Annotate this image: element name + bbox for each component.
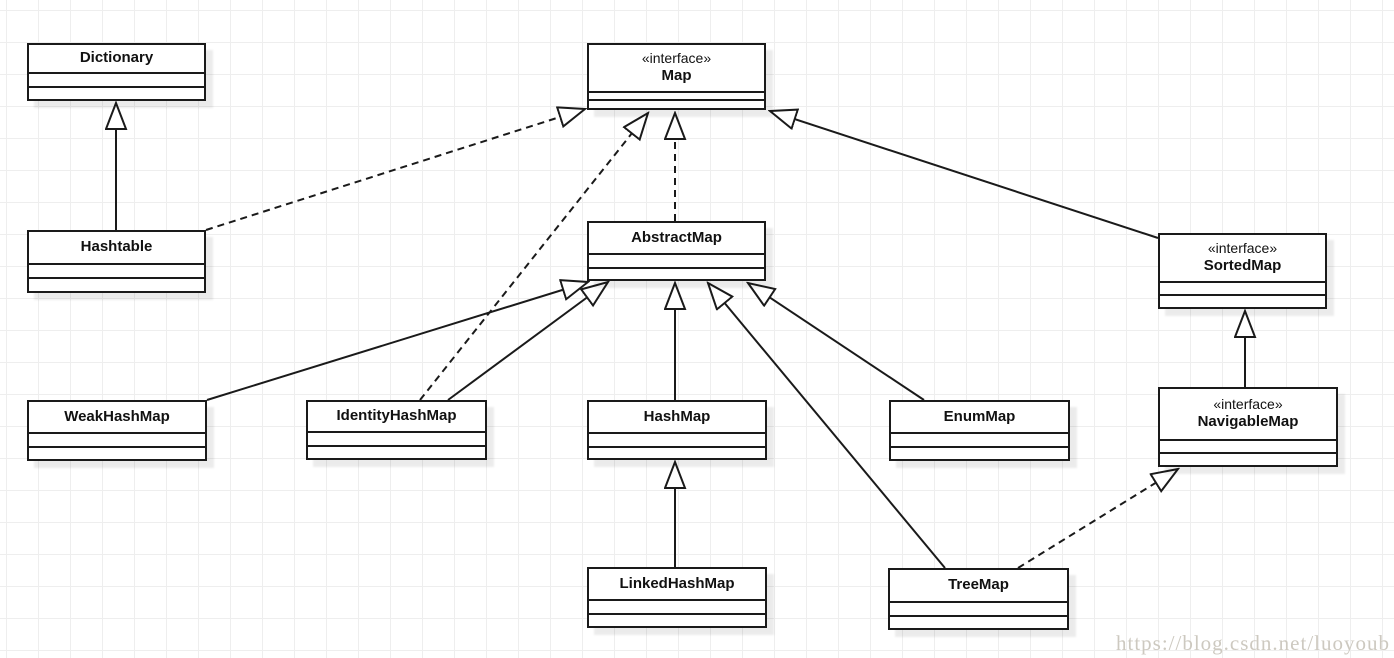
- attributes-compartment: [589, 432, 765, 446]
- class-name-label: Hashtable: [80, 238, 153, 256]
- class-name-label: Dictionary: [79, 49, 154, 67]
- interface-node-map: «interface» Map: [587, 43, 766, 110]
- edge-identityhashmap-extends-abstractmap: [447, 282, 608, 401]
- class-node-dictionary: Dictionary: [27, 43, 206, 101]
- edge-enummap-extends-abstractmap: [748, 283, 925, 401]
- class-title: EnumMap: [891, 402, 1068, 432]
- class-node-hashtable: Hashtable: [27, 230, 206, 293]
- class-node-abstractmap: AbstractMap: [587, 221, 766, 281]
- attributes-compartment: [890, 601, 1067, 615]
- class-title: AbstractMap: [589, 223, 764, 253]
- operations-compartment: [29, 277, 204, 291]
- interface-node-sortedmap: «interface» SortedMap: [1158, 233, 1327, 309]
- operations-compartment: [308, 445, 485, 458]
- interface-title: «interface» Map: [589, 45, 764, 91]
- class-title: Dictionary: [29, 45, 204, 72]
- operations-compartment: [1160, 452, 1336, 465]
- class-node-hashmap: HashMap: [587, 400, 767, 460]
- attributes-compartment: [1160, 439, 1336, 452]
- operations-compartment: [1160, 294, 1325, 307]
- attributes-compartment: [891, 432, 1068, 446]
- class-name-label: AbstractMap: [631, 228, 722, 246]
- edge-identityhashmap-implements-map: [419, 113, 648, 401]
- class-name-label: Map: [661, 67, 692, 85]
- operations-compartment: [891, 446, 1068, 459]
- class-title: HashMap: [589, 402, 765, 432]
- operations-compartment: [589, 99, 764, 108]
- class-node-linkedhashmap: LinkedHashMap: [587, 567, 767, 628]
- edge-weakhashmap-extends-abstractmap: [206, 282, 588, 401]
- watermark-text: https://blog.csdn.net/luoyoub: [1116, 631, 1390, 655]
- class-title: LinkedHashMap: [589, 569, 765, 599]
- edge-sortedmap-extends-map: [770, 111, 1159, 239]
- class-name-label: LinkedHashMap: [619, 574, 735, 592]
- operations-compartment: [589, 613, 765, 626]
- interface-title: «interface» SortedMap: [1160, 235, 1325, 281]
- class-name-label: TreeMap: [948, 576, 1009, 594]
- attributes-compartment: [589, 253, 764, 267]
- operations-compartment: [29, 86, 204, 99]
- operations-compartment: [29, 446, 205, 459]
- class-name-label: SortedMap: [1203, 257, 1282, 275]
- stereotype-label: «interface»: [641, 49, 712, 66]
- class-name-label: IdentityHashMap: [336, 407, 457, 425]
- attributes-compartment: [29, 263, 204, 277]
- class-title: TreeMap: [890, 570, 1067, 601]
- interface-node-navigablemap: «interface» NavigableMap: [1158, 387, 1338, 467]
- attributes-compartment: [29, 432, 205, 446]
- operations-compartment: [589, 267, 764, 279]
- attributes-compartment: [1160, 281, 1325, 294]
- class-node-identityhashmap: IdentityHashMap: [306, 400, 487, 460]
- class-name-label: EnumMap: [943, 407, 1016, 425]
- stereotype-label: «interface»: [1213, 395, 1283, 412]
- class-name-label: HashMap: [643, 407, 711, 425]
- stereotype-label: «interface»: [1207, 239, 1278, 256]
- attributes-compartment: [589, 599, 765, 613]
- edge-treemap-extends-abstractmap: [708, 283, 946, 569]
- class-name-label: WeakHashMap: [64, 407, 170, 425]
- attributes-compartment: [308, 431, 485, 445]
- attributes-compartment: [589, 91, 764, 99]
- attributes-compartment: [29, 72, 204, 86]
- interface-title: «interface» NavigableMap: [1160, 389, 1336, 439]
- class-name-label: NavigableMap: [1197, 413, 1299, 431]
- class-node-treemap: TreeMap: [888, 568, 1069, 630]
- class-node-weakhashmap: WeakHashMap: [27, 400, 207, 461]
- class-title: IdentityHashMap: [308, 402, 485, 431]
- class-title: WeakHashMap: [29, 402, 205, 432]
- operations-compartment: [890, 615, 1067, 628]
- edge-treemap-implements-navigablemap: [1017, 469, 1178, 569]
- class-node-enummap: EnumMap: [889, 400, 1070, 461]
- class-title: Hashtable: [29, 232, 204, 263]
- operations-compartment: [589, 446, 765, 458]
- edge-hashtable-implements-map: [205, 109, 585, 231]
